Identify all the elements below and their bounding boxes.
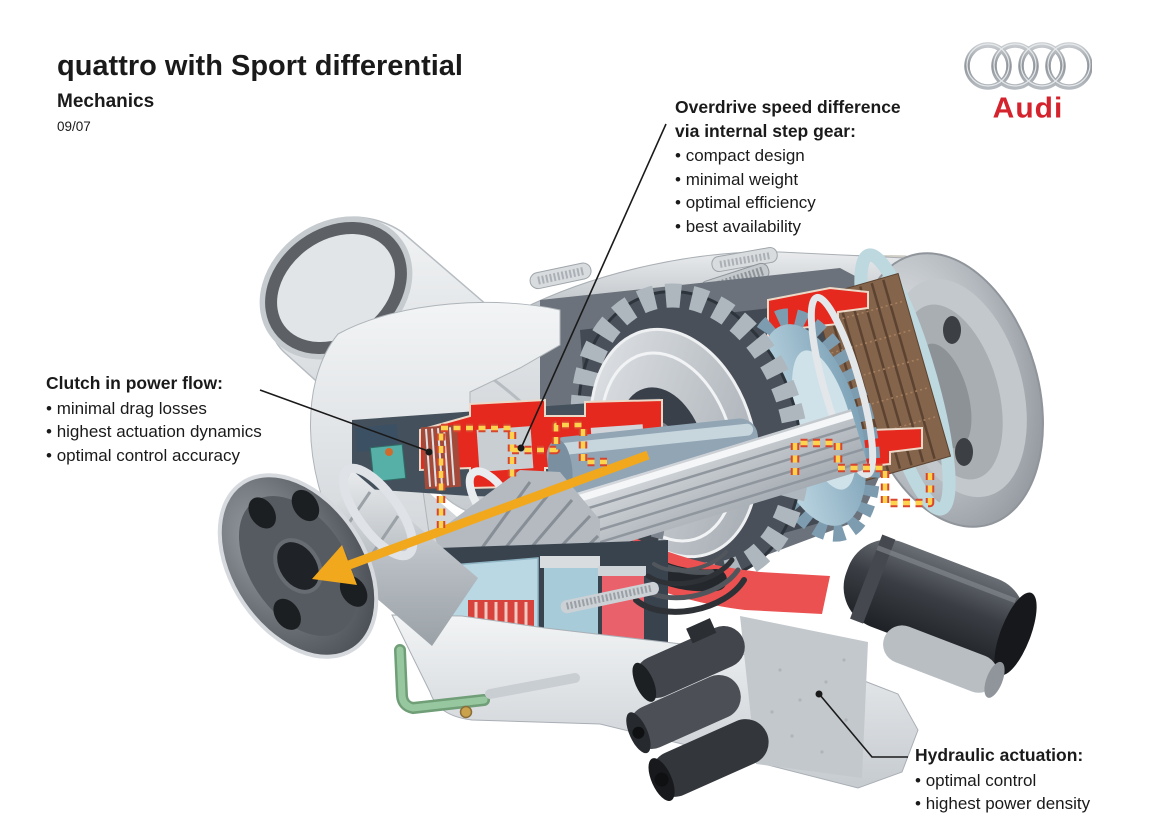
pump-cylinder [883,625,1005,698]
list-item: minimal weight [675,168,955,192]
annotation-overdrive-title-line2: via internal step gear: [675,120,856,141]
list-item: best availability [675,215,955,239]
electric-motor [843,534,1037,676]
audi-logo: Audi [960,40,1096,124]
cut-surface-arm [545,478,830,614]
housing-bolt [529,262,592,290]
header: quattro with Sport differential Mechanic… [57,50,463,134]
audi-wordmark: Audi [992,92,1064,125]
oil-pipe [394,644,580,719]
output-flange [217,463,478,659]
annotation-clutch-title: Clutch in power flow: [46,373,223,393]
housing-bolt [711,247,778,273]
page-date: 09/07 [57,119,91,134]
list-item: optimal control [915,769,1155,793]
annotation-clutch-list: minimal drag losses highest actuation dy… [46,397,346,468]
annotation-clutch: Clutch in power flow: minimal drag losse… [46,372,346,467]
annotation-overdrive-list: compact design minimal weight optimal ef… [675,144,955,238]
page-title: quattro with Sport differential [57,50,463,82]
position-sensor [369,443,407,483]
annotation-hydraulic: Hydraulic actuation: optimal control hig… [915,744,1155,816]
page-subtitle: Mechanics [57,91,155,112]
power-flow-arrow [312,450,650,585]
leader-overdrive [521,123,667,447]
list-item: optimal efficiency [675,191,955,215]
list-item: highest actuation dynamics [46,420,346,444]
solenoid-valves [560,581,769,801]
annotation-hydraulic-title: Hydraulic actuation: [915,745,1084,765]
list-item: optimal control accuracy [46,444,346,468]
annotation-hydraulic-list: optimal control highest power density [915,769,1155,816]
leader-hydraulic [819,694,908,758]
torque-path-dashed [436,420,935,528]
audi-rings-icon [964,42,1092,90]
annotation-overdrive: Overdrive speed difference via internal … [675,96,955,238]
list-item: compact design [675,144,955,168]
list-item: highest power density [915,792,1155,816]
pipe-screw [459,705,473,719]
list-item: minimal drag losses [46,397,346,421]
annotation-overdrive-title-line1: Overdrive speed difference [675,97,901,117]
